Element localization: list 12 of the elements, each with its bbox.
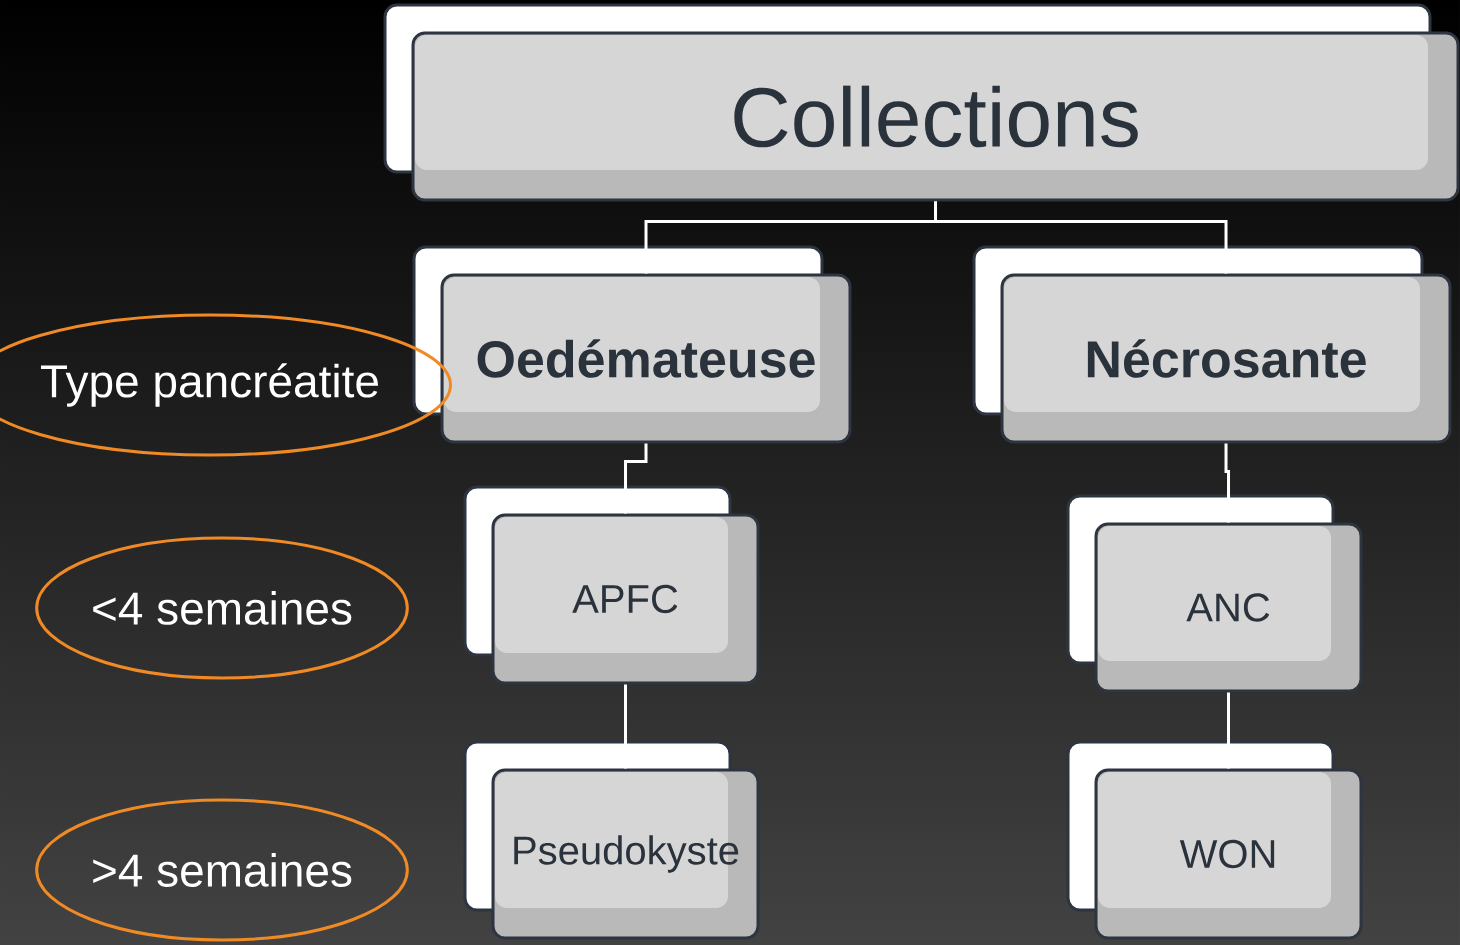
process-box: Nécrosante	[972, 245, 1452, 444]
process-box: Collections	[383, 3, 1460, 202]
connector-line	[624, 684, 627, 769]
connector-line	[624, 443, 648, 514]
process-box: ANC	[1066, 494, 1363, 693]
connector-line	[1227, 692, 1230, 769]
process-box: APFC	[463, 485, 760, 685]
process-box: Pseudokyste	[463, 740, 760, 940]
connector-line	[934, 201, 1228, 274]
process-box: Oedémateuse	[412, 245, 852, 444]
process-box: WON	[1066, 740, 1363, 940]
connector-line	[1224, 443, 1230, 523]
